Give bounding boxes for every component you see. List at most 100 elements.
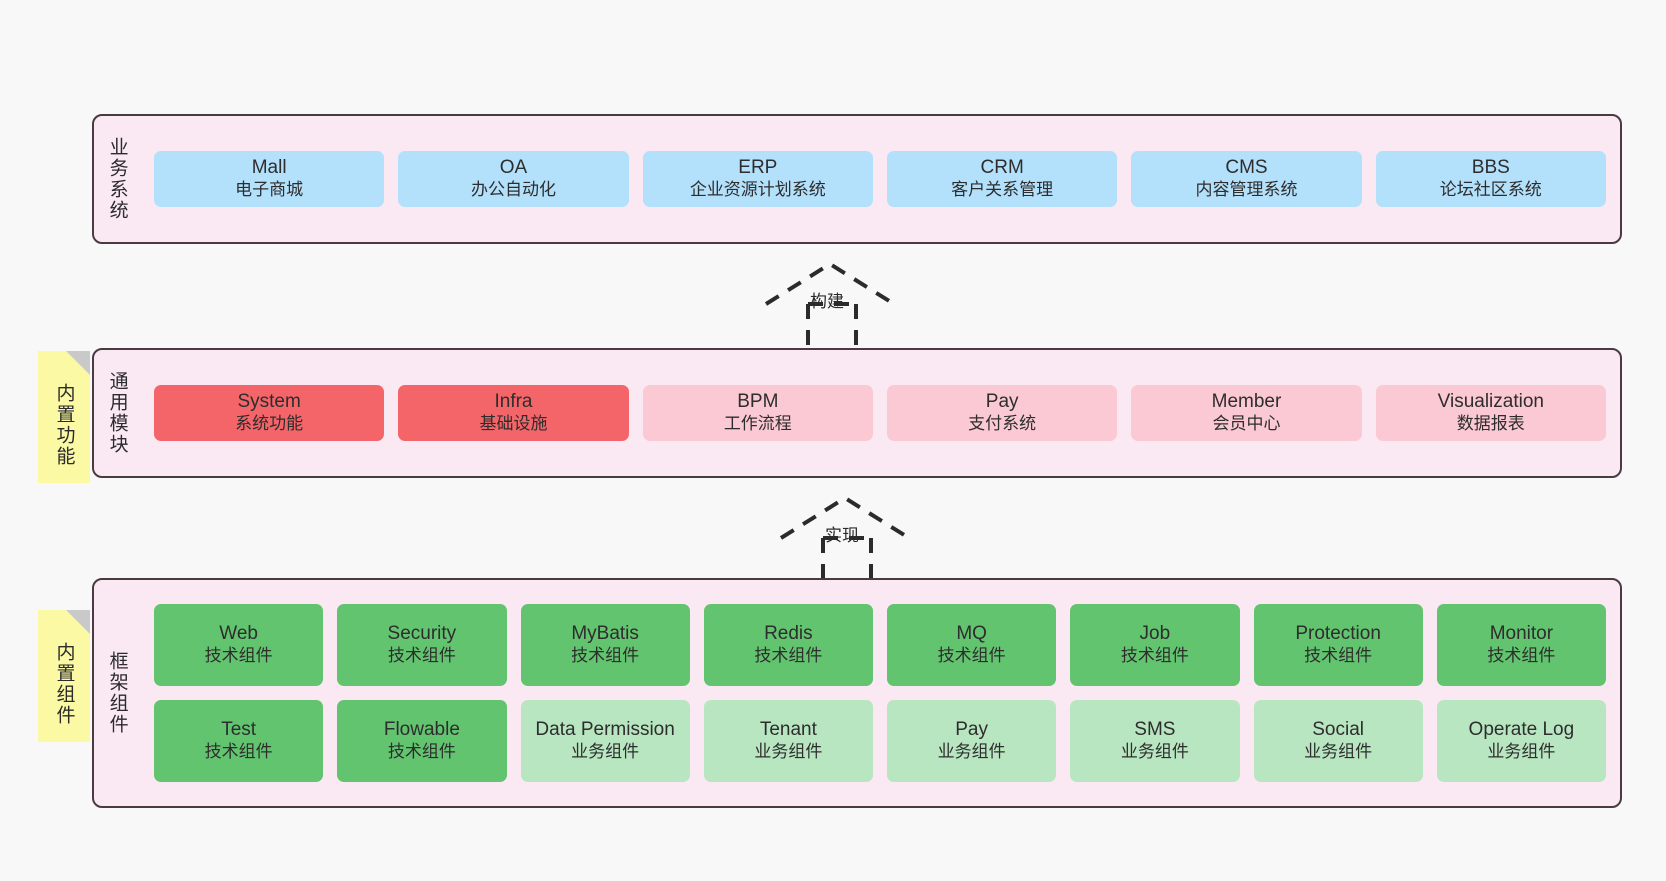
layer-framework-components: 框架组件 Web 技术组件 Security 技术组件 MyBatis 技术组件… (92, 578, 1622, 808)
build-arrow-icon (764, 261, 896, 350)
node-subtitle: 技术组件 (571, 646, 640, 666)
node-row: Test 技术组件 Flowable 技术组件 Data Permission … (154, 700, 1606, 782)
node-title: Tenant (759, 719, 817, 741)
layer-label-business-systems: 业务系统 (106, 137, 128, 221)
layer-label-common-modules: 通用模块 (106, 371, 128, 455)
node-subtitle: 业务组件 (1120, 742, 1189, 762)
node-subtitle: 业务组件 (1304, 742, 1373, 762)
node-subtitle: 业务组件 (937, 742, 1006, 762)
node-visualization[interactable]: Visualization 数据报表 (1375, 385, 1606, 441)
node-monitor[interactable]: Monitor 技术组件 (1436, 604, 1606, 686)
node-title: Test (221, 719, 257, 741)
node-subtitle: 会员中心 (1212, 414, 1281, 434)
node-subtitle: 数据报表 (1456, 414, 1525, 434)
node-oa[interactable]: OA 办公自动化 (398, 151, 629, 207)
node-subtitle: 系统功能 (235, 414, 304, 434)
node-title: CMS (1225, 157, 1268, 179)
node-title: SMS (1134, 719, 1176, 741)
node-bbs[interactable]: BBS 论坛社区系统 (1375, 151, 1606, 207)
layer-body-business-systems: Mall 电子商城 OA 办公自动化 ERP 企业资源计划系统 CRM 客户关系… (140, 116, 1620, 242)
node-title: BPM (737, 391, 779, 413)
node-web[interactable]: Web 技术组件 (154, 604, 324, 686)
node-title: System (237, 391, 301, 413)
node-subtitle: 技术组件 (1120, 646, 1189, 666)
node-mall[interactable]: Mall 电子商城 (154, 151, 385, 207)
node-security[interactable]: Security 技术组件 (337, 604, 507, 686)
node-subtitle: 技术组件 (387, 742, 456, 762)
node-subtitle: 办公自动化 (470, 180, 556, 200)
node-title: Social (1312, 719, 1364, 741)
node-tenant[interactable]: Tenant 业务组件 (703, 700, 873, 782)
node-title: Operate Log (1468, 719, 1575, 741)
node-system[interactable]: System 系统功能 (154, 385, 385, 441)
node-title: Redis (764, 623, 813, 645)
node-test[interactable]: Test 技术组件 (154, 700, 324, 782)
node-title: Flowable (383, 719, 460, 741)
layer-body-common-modules: System 系统功能 Infra 基础设施 BPM 工作流程 Pay 支付系统… (140, 350, 1620, 476)
node-redis[interactable]: Redis 技术组件 (703, 604, 873, 686)
node-data-permission[interactable]: Data Permission 业务组件 (520, 700, 690, 782)
node-title: MQ (956, 623, 987, 645)
node-subtitle: 技术组件 (1487, 646, 1556, 666)
node-protection[interactable]: Protection 技术组件 (1253, 604, 1423, 686)
node-erp[interactable]: ERP 企业资源计划系统 (642, 151, 873, 207)
node-title: OA (499, 157, 528, 179)
sticky-note-label: 内置组件 (53, 642, 75, 726)
node-title: CRM (980, 157, 1024, 179)
layer-body-framework-components: Web 技术组件 Security 技术组件 MyBatis 技术组件 Redi… (140, 580, 1620, 806)
node-member[interactable]: Member 会员中心 (1131, 385, 1362, 441)
node-social[interactable]: Social 业务组件 (1253, 700, 1423, 782)
node-subtitle: 工作流程 (723, 414, 792, 434)
node-title: Infra (494, 391, 533, 413)
node-title: Data Permission (535, 719, 675, 741)
node-subtitle: 内容管理系统 (1195, 180, 1298, 200)
sticky-note-builtin-components: 内置组件 (38, 610, 90, 742)
node-mybatis[interactable]: MyBatis 技术组件 (520, 604, 690, 686)
sticky-fold-icon (66, 351, 90, 375)
node-subtitle: 企业资源计划系统 (689, 180, 826, 200)
node-job[interactable]: Job 技术组件 (1070, 604, 1240, 686)
connector-implement-label: 实现 (825, 526, 859, 545)
node-title: Job (1139, 623, 1171, 645)
node-subtitle: 技术组件 (937, 646, 1006, 666)
node-title: MyBatis (571, 623, 639, 645)
node-infra[interactable]: Infra 基础设施 (398, 385, 629, 441)
node-cms[interactable]: CMS 内容管理系统 (1131, 151, 1362, 207)
node-pay-module[interactable]: Pay 支付系统 (886, 385, 1118, 441)
node-crm[interactable]: CRM 客户关系管理 (886, 151, 1118, 207)
node-subtitle: 技术组件 (204, 742, 273, 762)
node-row: System 系统功能 Infra 基础设施 BPM 工作流程 Pay 支付系统… (154, 385, 1606, 441)
node-title: Monitor (1489, 623, 1554, 645)
node-subtitle: 技术组件 (754, 646, 823, 666)
node-title: Protection (1295, 623, 1381, 645)
node-subtitle: 支付系统 (968, 414, 1037, 434)
node-subtitle: 业务组件 (1487, 742, 1556, 762)
node-title: Mall (251, 157, 287, 179)
node-subtitle: 业务组件 (571, 742, 640, 762)
node-title: Security (387, 623, 457, 645)
node-subtitle: 论坛社区系统 (1439, 180, 1542, 200)
node-flowable[interactable]: Flowable 技术组件 (337, 700, 507, 782)
sticky-note-label: 内置功能 (53, 383, 75, 467)
node-title: Web (219, 623, 258, 645)
node-title: Pay (955, 719, 988, 741)
layer-label-framework-components: 框架组件 (106, 651, 128, 735)
node-title: Pay (985, 391, 1019, 413)
node-sms[interactable]: SMS 业务组件 (1070, 700, 1240, 782)
node-title: Member (1211, 391, 1282, 413)
node-bpm[interactable]: BPM 工作流程 (642, 385, 873, 441)
node-subtitle: 业务组件 (754, 742, 823, 762)
node-subtitle: 技术组件 (387, 646, 456, 666)
node-operate-log[interactable]: Operate Log 业务组件 (1436, 700, 1606, 782)
implement-arrow-icon (779, 495, 911, 584)
connector-implement: 实现 (775, 492, 935, 584)
node-subtitle: 基础设施 (479, 414, 548, 434)
sticky-note-builtin-features: 内置功能 (38, 351, 90, 483)
node-row: Web 技术组件 Security 技术组件 MyBatis 技术组件 Redi… (154, 604, 1606, 686)
node-pay-component[interactable]: Pay 业务组件 (887, 700, 1057, 782)
node-row: Mall 电子商城 OA 办公自动化 ERP 企业资源计划系统 CRM 客户关系… (154, 151, 1606, 207)
connector-build-label: 构建 (810, 292, 844, 311)
node-title: BBS (1471, 157, 1510, 179)
node-mq[interactable]: MQ 技术组件 (887, 604, 1057, 686)
node-title: Visualization (1437, 391, 1544, 413)
